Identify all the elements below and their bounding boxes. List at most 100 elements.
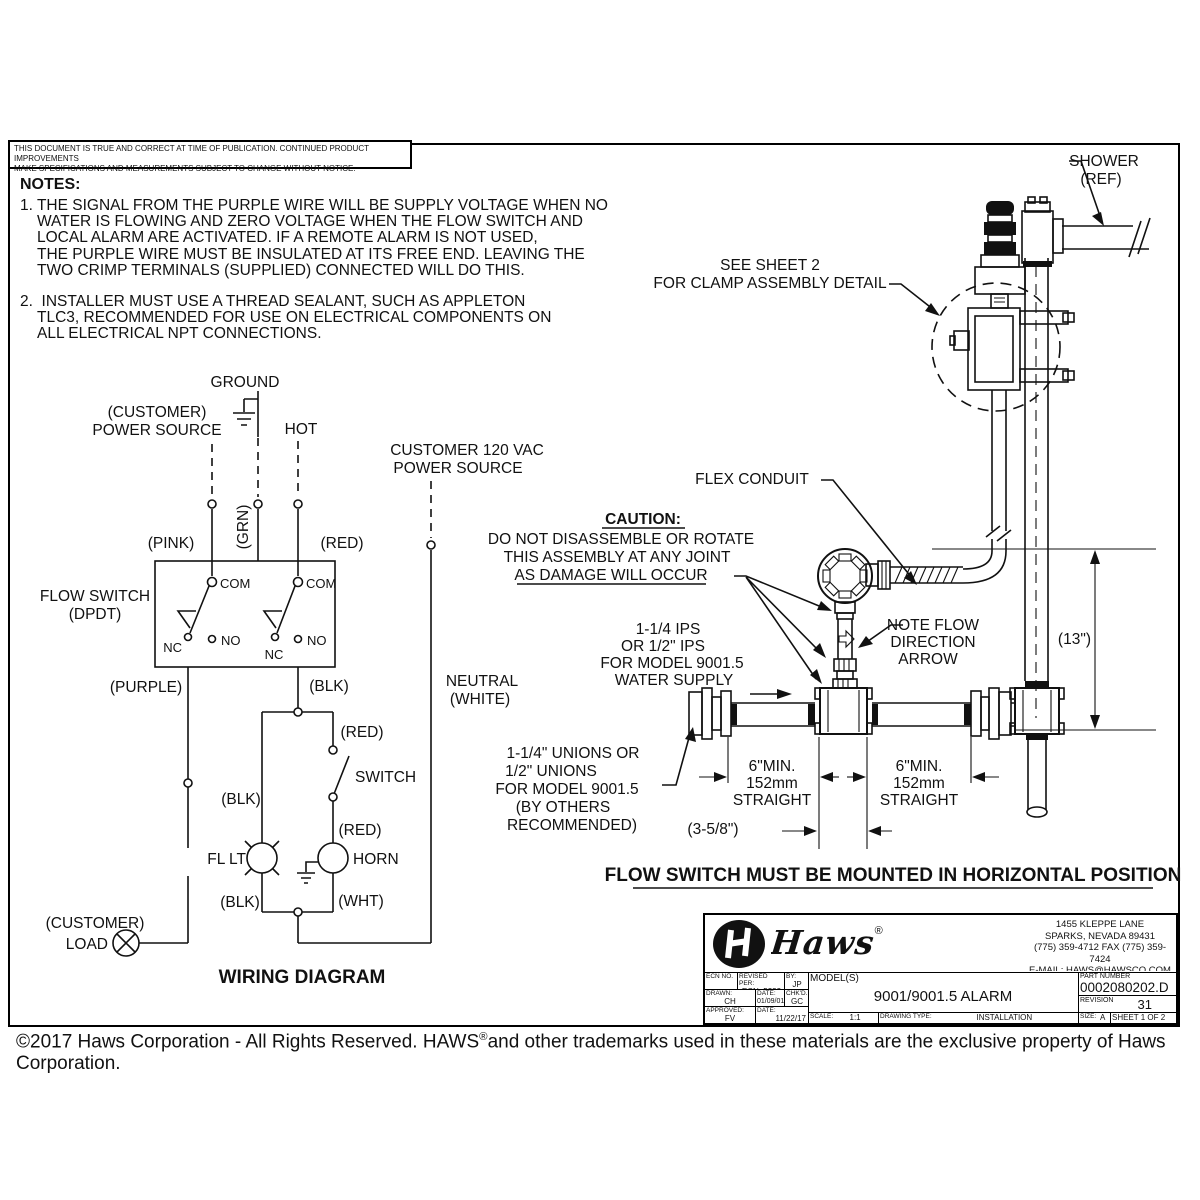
switch-pole-1: [176, 576, 218, 644]
label-unions-3: FOR MODEL 9001.5: [495, 781, 638, 798]
purple-wire: [139, 667, 189, 944]
label-purple: (PURPLE): [110, 679, 182, 696]
label-min6-2c: STRAIGHT: [880, 792, 959, 809]
label-min6-2a: 6"MIN.: [896, 758, 943, 775]
label-fl-lt: FL LT: [207, 851, 246, 868]
models-value: 9001/9001.5 ALARM: [873, 988, 1013, 1005]
dimension-arrows: [699, 550, 1100, 836]
flow-light-symbol: [244, 840, 280, 876]
label-grn: (GRN): [235, 505, 252, 550]
text-underlines: [517, 527, 1153, 889]
label-ips-3: FOR MODEL 9001.5: [600, 655, 743, 672]
label-flex-conduit: FLEX CONDUIT: [695, 471, 809, 488]
leader-lines: [662, 160, 1104, 786]
drawing-border: [8, 143, 1180, 1027]
label-ips-4: WATER SUPPLY: [615, 672, 734, 689]
part-number-label: PART NUMBER: [1080, 973, 1131, 980]
load-symbol: [112, 929, 140, 957]
label-min6-2b: 152mm: [893, 775, 945, 792]
label-unions-4: (BY OTHERS: [516, 799, 610, 816]
label-com1: COM: [220, 576, 250, 591]
size-value: A: [1099, 1013, 1106, 1022]
label-flow-switch: FLOW SWITCH: [40, 588, 150, 605]
sheet-cell: SHEET 1 OF 2: [1112, 1013, 1166, 1022]
part-number-cell: PART NUMBER 0002080202.D: [1080, 973, 1176, 995]
drain-drop-pipe: [1026, 734, 1048, 818]
junction-box: [949, 307, 1021, 391]
label-red3: (RED): [338, 822, 381, 839]
chkd-label: CHK'D.:: [786, 990, 808, 997]
note1-line: THE PURPLE WIRE MUST BE INSULATED AT ITS…: [37, 245, 585, 263]
by-value: JP: [792, 980, 802, 989]
revised-value: ECN: 5232: [739, 987, 784, 989]
label-customer-load1: (CUSTOMER): [46, 915, 145, 932]
label-see-sheet-2: FOR CLAMP ASSEMBLY DETAIL: [653, 275, 887, 292]
label-blk1: (BLK): [309, 678, 349, 695]
label-no2: NO: [307, 633, 327, 648]
copyright-registered: ®: [479, 1031, 488, 1043]
haws-logo-text: Haws: [771, 923, 877, 962]
address-line: SPARKS, NEVADA 89431: [1044, 930, 1155, 942]
label-note-flow-1: NOTE FLOW: [887, 617, 980, 634]
right-union: [970, 687, 1015, 740]
note2-line: ALL ELECTRICAL NPT CONNECTIONS.: [37, 325, 322, 343]
ground-symbol: [233, 391, 259, 561]
label-unions-2: 1/2" UNIONS: [505, 763, 597, 780]
drawing-type-label: DRAWING TYPE:: [880, 1013, 932, 1020]
drawn-label: DRAWN:: [706, 990, 733, 997]
horizontal-pipes: [731, 702, 971, 727]
label-ips-1: 1-1/4 IPS: [636, 621, 701, 638]
label-caution-3: AS DAMAGE WILL OCCUR: [514, 567, 707, 584]
horn-symbol: [297, 842, 349, 884]
label-red2: (RED): [340, 724, 383, 741]
label-horn: HORN: [353, 851, 399, 868]
label-customer-power1: (CUSTOMER): [108, 404, 207, 421]
revised-label: REVISED PER:: [739, 973, 768, 987]
left-union: [688, 687, 732, 740]
ecn-no-label: ECN NO.: [706, 973, 734, 980]
riser-tee-gasket: [1025, 681, 1049, 688]
copyright-text: ©2017 Haws Corporation - All Rights Rese…: [16, 1031, 480, 1053]
drawn-value: CH: [724, 997, 736, 1006]
clamp-detail-circle: [931, 282, 1061, 412]
label-switch: SWITCH: [355, 769, 416, 786]
label-shower: SHOWER: [1069, 153, 1139, 170]
installation-diagram: SHOWER (REF) SEE SHEET 2 FOR CLAMP ASSEM…: [488, 153, 1182, 889]
label-note-flow-2: DIRECTION: [890, 634, 975, 651]
label-min6-1a: 6"MIN.: [749, 758, 796, 775]
note2-line: 2. INSTALLER MUST USE A THREAD SEALANT, …: [20, 293, 526, 311]
label-customer-power2: POWER SOURCE: [92, 422, 221, 439]
scale-label: SCALE:: [810, 1013, 834, 1020]
drawn-cell: DRAWN: CH: [706, 990, 754, 1006]
revision-label: REVISION: [1080, 997, 1114, 1004]
title-block: Haws® 1455 KLEPPE LANE SPARKS, NEVADA 89…: [703, 913, 1178, 1025]
date2-cell: DATE: 11/22/17: [757, 1007, 808, 1023]
flow-switch-box: [154, 560, 336, 668]
label-see-sheet-1: SEE SHEET 2: [720, 257, 820, 274]
date2-label: DATE:: [757, 1007, 776, 1014]
label-dpdt: (DPDT): [69, 606, 122, 623]
center-tee: [814, 687, 873, 735]
by-cell: BY: JP: [786, 973, 808, 989]
supply-flow-arrow: [750, 689, 792, 699]
note1-line: WATER IS FLOWING AND ZERO VOLTAGE WHEN T…: [37, 213, 583, 231]
size-cell: SIZE: A: [1080, 1013, 1109, 1023]
label-dim-358: (3-5/8"): [687, 821, 738, 838]
label-unions-1: 1-1/4" UNIONS OR: [507, 745, 640, 762]
date1-label: DATE:: [757, 990, 776, 997]
approved-cell: APPROVED: FV: [706, 1007, 754, 1023]
models-cell: MODEL(S) 9001/9001.5 ALARM: [810, 973, 1076, 1012]
label-shower-ref: (REF): [1080, 171, 1121, 188]
mount-position-note: FLOW SWITCH MUST BE MOUNTED IN HORIZONTA…: [605, 865, 1182, 886]
label-neutral1: NEUTRAL: [446, 673, 519, 690]
disclaimer-line1: THIS DOCUMENT IS TRUE AND CORRECT AT TIM…: [14, 144, 369, 163]
drawing-type-value: INSTALLATION: [976, 1013, 1033, 1022]
wiring-diagram: (CUSTOMER) POWER SOURCE GROUND HOT CUSTO…: [40, 374, 544, 988]
right-tee: [1009, 687, 1065, 735]
switch-pole-2: [262, 576, 304, 644]
disclaimer-box: THIS DOCUMENT IS TRUE AND CORRECT AT TIM…: [8, 140, 412, 173]
label-neutral2: (WHITE): [450, 691, 510, 708]
copyright-text2: and other trademarks used in these mater…: [16, 1031, 1166, 1075]
label-hot: HOT: [285, 421, 318, 438]
flow-switch-hub: [817, 548, 873, 604]
